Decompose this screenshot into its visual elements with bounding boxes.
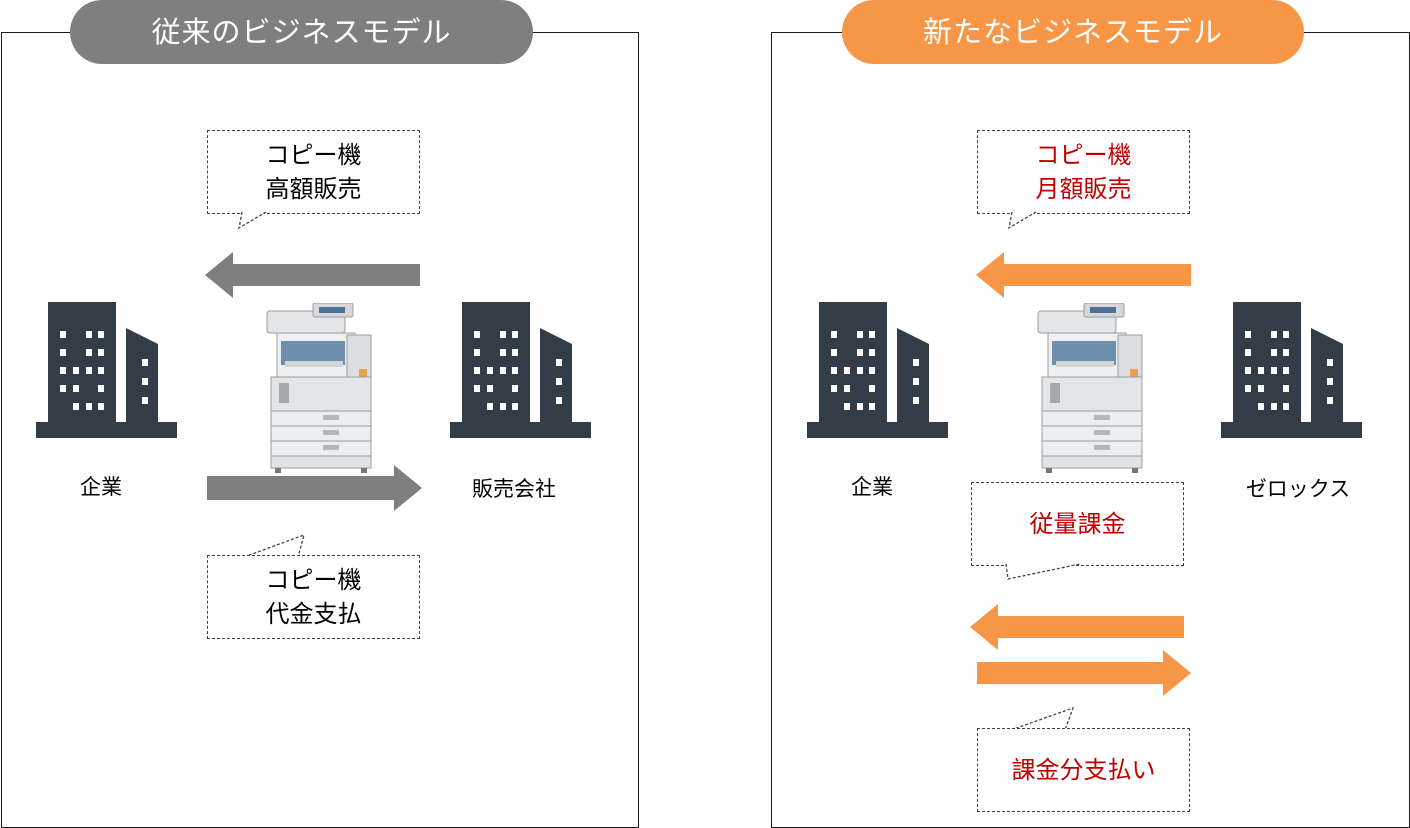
company-label: 企業 — [851, 475, 893, 499]
bubble-tail — [243, 533, 305, 558]
copier-icon — [266, 303, 372, 473]
arrow-to-seller — [977, 650, 1191, 696]
xerox-label: ゼロックス — [1245, 477, 1351, 501]
office-building-icon — [450, 302, 591, 438]
bubble-tail — [1010, 706, 1075, 731]
monthly-sale-text: コピー機 月額販売 — [1035, 141, 1132, 203]
high-price-sale-text: コピー機 高額販売 — [265, 141, 362, 203]
traditional-model-title: 従来のビジネスモデル — [70, 0, 533, 64]
copier-icon — [1037, 303, 1143, 473]
usage-payment-bubble: 課金分支払い — [977, 728, 1190, 812]
bubble-tail — [238, 211, 267, 230]
office-building-icon — [807, 302, 948, 438]
arrow-to-company — [976, 252, 1191, 298]
company-label: 企業 — [80, 475, 122, 499]
usage-payment-text: 課金分支払い — [1011, 756, 1156, 784]
high-price-sale-bubble: コピー機 高額販売 — [207, 130, 420, 214]
usage-billing-bubble: 従量課金 — [971, 482, 1184, 566]
office-building-icon — [1221, 302, 1362, 438]
usage-billing-text: 従量課金 — [1029, 510, 1126, 538]
new-model-title: 新たなビジネスモデル — [842, 0, 1304, 64]
seller-label: 販売会社 — [472, 477, 556, 501]
office-building-icon — [36, 302, 177, 438]
arrow-to-seller — [207, 465, 422, 511]
bubble-tail — [1005, 563, 1081, 580]
monthly-sale-bubble: コピー機 月額販売 — [977, 130, 1190, 214]
arrow-to-company — [970, 604, 1184, 650]
payment-bubble: コピー機 代金支払 — [207, 555, 420, 639]
bubble-tail — [1008, 211, 1037, 230]
arrow-to-company — [205, 252, 420, 298]
payment-text: コピー機 代金支払 — [265, 566, 362, 628]
